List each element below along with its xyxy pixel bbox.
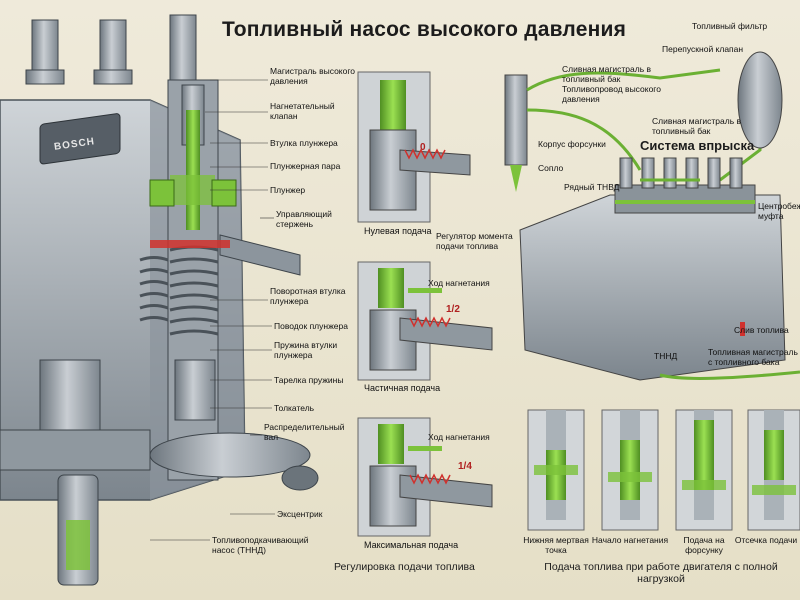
label-control-sleeve: Поворотная втулка плунжера: [270, 286, 346, 306]
label-tappet: Толкатель: [274, 403, 315, 413]
label-return-line-right: Сливная магистраль в топливный бак: [652, 116, 742, 136]
label-plunger: Плунжер: [270, 185, 306, 195]
label-plunger-pair: Плунжерная пара: [270, 161, 341, 171]
label-return-line-top: Сливная магистраль в топливный бак: [562, 64, 652, 84]
label-inline-pump: Рядный ТНВД: [564, 182, 620, 192]
phase-bdc: Нижняя мертвая точка: [523, 535, 589, 555]
state-max-delivery: Максимальная подача: [364, 540, 459, 550]
label-plunger-sleeve: Втулка плунжера: [270, 138, 338, 148]
scale-mark-zero: 0: [420, 142, 426, 153]
regulation-caption: Регулировка подачи топлива: [334, 561, 475, 573]
label-fuel-supply-line: Топливная магистраль с топливного бака: [708, 348, 798, 367]
label-eccentric: Эксцентрик: [277, 509, 323, 519]
bosch-plate: [39, 113, 121, 165]
label-delivery-valve: Нагнетательный клапан: [270, 101, 335, 121]
phase-to-injector: Подача на форсунку: [683, 535, 725, 555]
label-fuel-filter: Топливный фильтр: [692, 21, 768, 31]
label-spring-seat: Тарелка пружины: [274, 375, 344, 385]
delivery-phases: [527, 409, 800, 531]
phase-start-delivery: Начало нагнетания: [591, 535, 669, 545]
label-plunger-driver: Поводок плунжера: [274, 321, 348, 331]
label-feed-pump-short: ТННД: [654, 351, 678, 361]
label-high-pressure-line: Магистраль высокого давления: [270, 66, 355, 86]
label-centrifugal-clutch: Центробежная муфта: [758, 202, 800, 221]
label-bypass-valve: Перепускной клапан: [662, 44, 744, 54]
label-nozzle: Сопло: [538, 163, 564, 173]
label-fuel-drain: Слив топлива: [734, 325, 789, 335]
regulation-diagrams: [357, 71, 493, 537]
state-zero-delivery: Нулевая подача: [364, 226, 432, 236]
poster-title: Топливный насос высокого давления: [222, 18, 627, 41]
scale-mark-quarter: 1/4: [458, 461, 472, 472]
main-pump-cutaway: [0, 14, 319, 586]
label-injector-body: Корпус форсунки: [538, 139, 606, 149]
label-feed-pump: Топливоподкачивающий насос (ТННД): [212, 535, 309, 555]
label-sleeve-spring: Пружина втулки плунжера: [274, 340, 338, 360]
label-high-pressure-pipe: Топливопровод высокого давления: [562, 84, 661, 104]
label-timing-regulator: Регулятор момента подачи топлива: [436, 231, 513, 251]
label-stroke-partial: Ход нагнетания: [428, 278, 490, 288]
scale-mark-half: 1/2: [446, 304, 460, 315]
label-stroke-max: Ход нагнетания: [428, 432, 490, 442]
delivery-caption: Подача топлива при работе двигателя с по…: [544, 561, 778, 585]
state-partial-delivery: Частичная подача: [364, 383, 441, 393]
label-control-rod: Управляющий стержень: [276, 209, 332, 229]
phase-cutoff: Отсечка подачи: [734, 535, 798, 545]
injection-system: [504, 51, 800, 381]
injection-system-title: Система впрыска: [640, 138, 755, 153]
label-camshaft: Распределительный вал: [264, 422, 345, 442]
